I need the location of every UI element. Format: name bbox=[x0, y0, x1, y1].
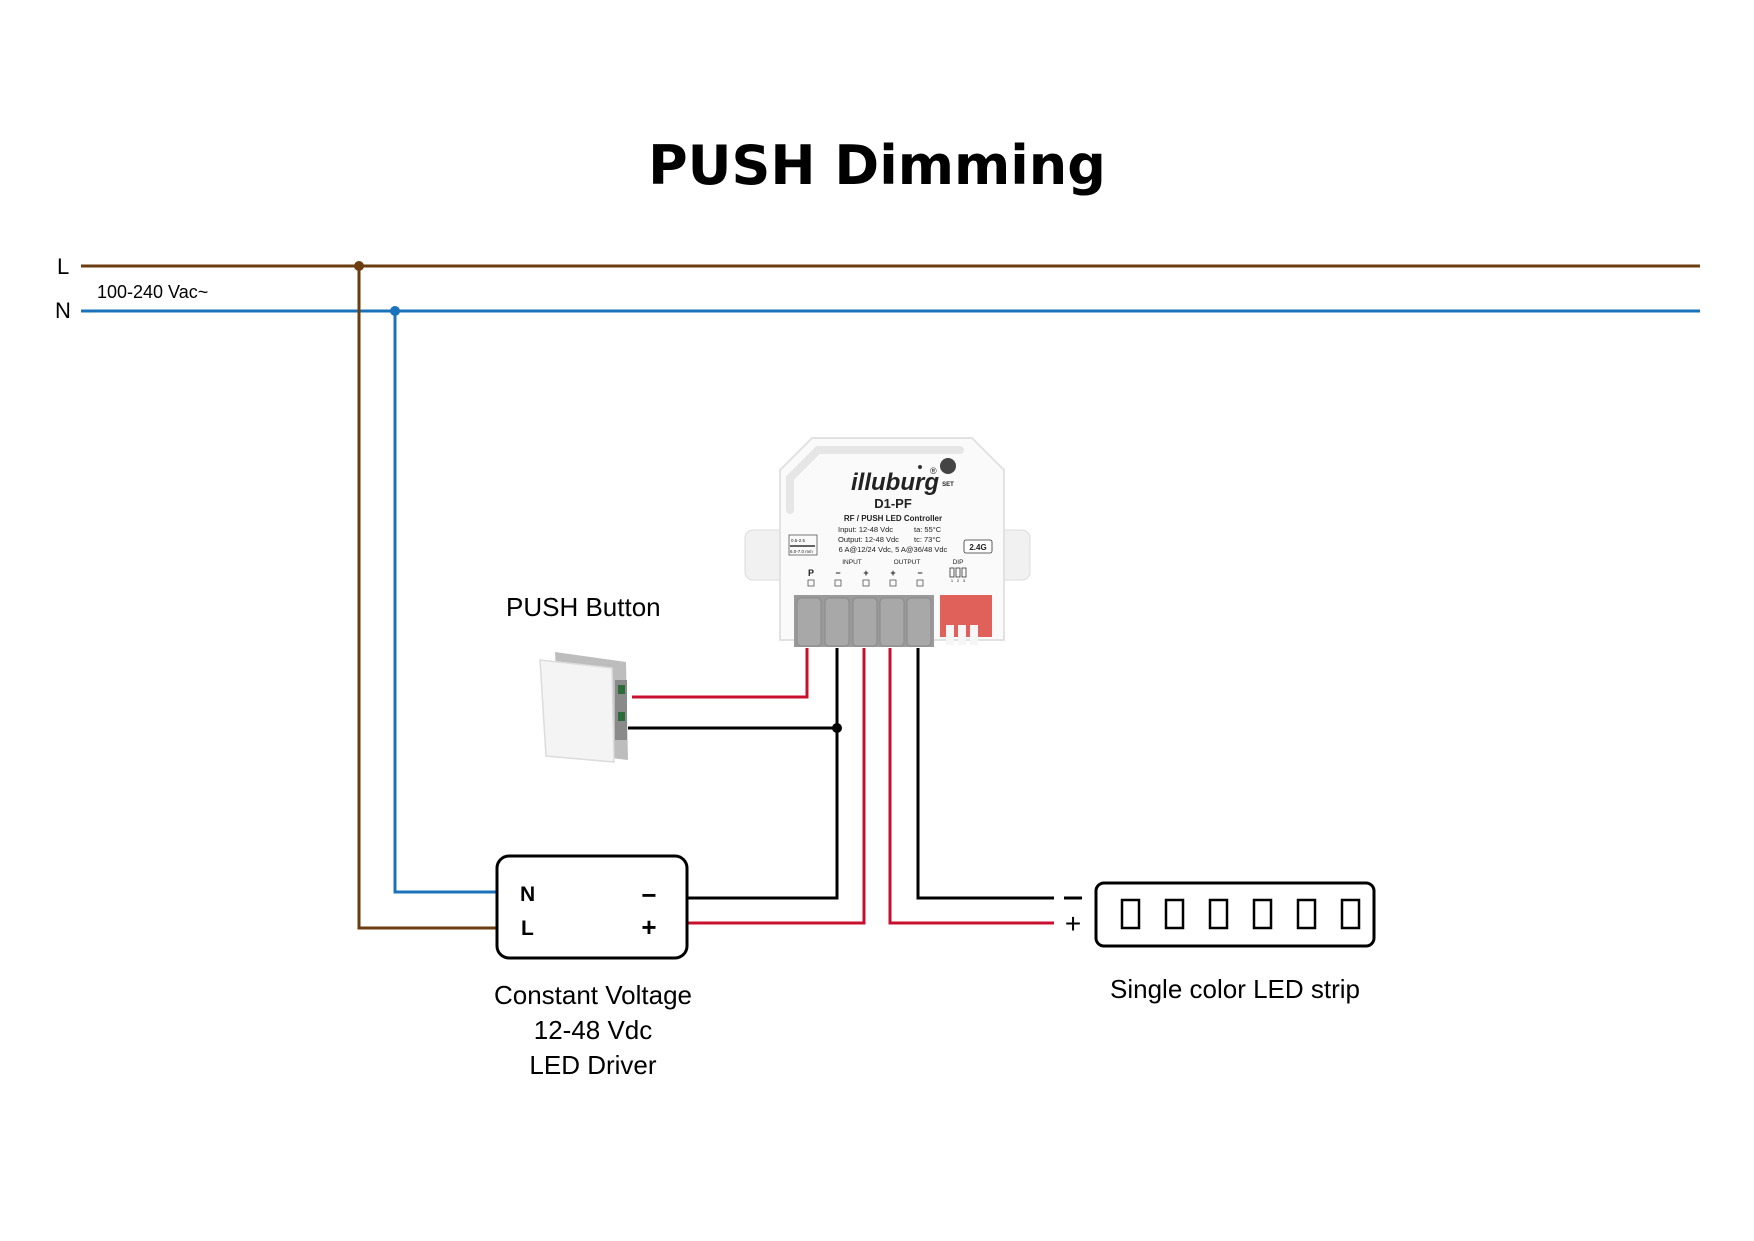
dip-switch-2[interactable] bbox=[958, 625, 966, 645]
antenna-channel bbox=[786, 446, 964, 514]
wire-strip-box bbox=[788, 534, 818, 556]
switch-terminal-screw bbox=[618, 685, 625, 694]
push-signal-wire bbox=[632, 648, 809, 699]
spec-output: Output: 12-48 Vdc bbox=[838, 535, 899, 544]
dip-switch-icon: 1 2 3 bbox=[949, 567, 967, 583]
controller-device: illuburg ® SET D1-PF RF / PUSH LED Contr… bbox=[744, 437, 1031, 647]
set-button[interactable] bbox=[940, 458, 956, 474]
neutral-drop-wire bbox=[393, 311, 497, 894]
led-driver: N L − + Constant Voltage 12-48 Vdc LED D… bbox=[494, 854, 692, 1080]
input-group-label: INPUT bbox=[842, 559, 862, 566]
led-strip: + Single color LED strip bbox=[1064, 881, 1376, 1004]
strip-plus-sign: + bbox=[1065, 908, 1081, 939]
terminal-release-icon bbox=[916, 579, 924, 587]
driver-n-terminal-label: N bbox=[520, 883, 535, 906]
controller-subtitle: RF / PUSH LED Controller bbox=[844, 514, 942, 523]
status-led-icon bbox=[918, 465, 922, 469]
driver-caption-line2: 12-48 Vdc bbox=[534, 1015, 653, 1045]
controller-brand: illuburg bbox=[851, 469, 939, 496]
led-chip-icon bbox=[1164, 898, 1185, 930]
mains-voltage-label: 100-240 Vac~ bbox=[97, 282, 208, 302]
wire-gauge-label: 0.5-2.5 bbox=[791, 538, 806, 543]
terminal-label-output-minus: − bbox=[917, 568, 922, 578]
terminal-block bbox=[794, 595, 934, 647]
live-drop-wire bbox=[357, 266, 497, 930]
dip-switch-3[interactable] bbox=[970, 625, 978, 645]
led-chip-icon bbox=[1340, 898, 1361, 930]
output-group-label: OUTPUT bbox=[894, 559, 921, 566]
led-chip-icon bbox=[1120, 898, 1141, 930]
controller-body bbox=[779, 437, 1005, 641]
terminal-label-p: P bbox=[808, 568, 814, 578]
dip-switch-block[interactable] bbox=[940, 595, 992, 645]
led-strip-box bbox=[1094, 881, 1376, 948]
terminal-release-icon bbox=[889, 579, 897, 587]
controller-registered-mark: ® bbox=[930, 466, 937, 476]
terminal-label-input-minus: − bbox=[835, 568, 840, 578]
led-chip-icon bbox=[1296, 898, 1317, 930]
terminal-lever-output-minus[interactable] bbox=[906, 597, 932, 647]
driver-caption-line1: Constant Voltage bbox=[494, 980, 692, 1010]
terminal-lever-input-plus[interactable] bbox=[852, 597, 878, 647]
output-negative-wire bbox=[916, 648, 1054, 900]
dip-switch-1[interactable] bbox=[946, 625, 954, 645]
led-chip-icon bbox=[1252, 898, 1273, 930]
dip-number: 3 bbox=[963, 578, 966, 583]
terminal-lever-output-plus[interactable] bbox=[879, 597, 905, 647]
dip-group-label: DIP bbox=[953, 559, 964, 566]
switch-terminal-screw bbox=[618, 712, 625, 721]
terminal-release-icon bbox=[834, 579, 842, 587]
spec-current: 6 A@12/24 Vdc, 5 A@36/48 Vdc bbox=[839, 545, 948, 554]
terminal-lever-input-minus[interactable] bbox=[824, 597, 850, 647]
spec-tc: tc: 73°C bbox=[914, 535, 941, 544]
wire-strip-length-label: 6.0-7.0 mm bbox=[790, 549, 813, 554]
dc-wires bbox=[628, 648, 1054, 925]
led-cells bbox=[1120, 898, 1361, 930]
rf-badge-label: 2.4G bbox=[969, 543, 986, 552]
led-driver-box bbox=[495, 854, 689, 960]
push-button-device[interactable]: PUSH Button bbox=[506, 592, 661, 763]
terminal-label-input-plus: + bbox=[863, 568, 868, 578]
spec-input: Input: 12-48 Vdc bbox=[838, 525, 893, 534]
terminal-label-output-plus: + bbox=[890, 568, 895, 578]
mains-line-label: L bbox=[57, 254, 69, 279]
spec-ta: ta: 55°C bbox=[914, 525, 942, 534]
push-button-label: PUSH Button bbox=[506, 592, 661, 622]
driver-caption-line3: LED Driver bbox=[529, 1050, 656, 1080]
mains-neutral-label: N bbox=[55, 298, 71, 323]
set-label: SET bbox=[942, 482, 954, 488]
mains-wires bbox=[81, 261, 1700, 930]
switch-rocker[interactable] bbox=[539, 659, 615, 763]
led-strip-caption: Single color LED strip bbox=[1110, 974, 1360, 1004]
driver-plus-terminal-label: + bbox=[641, 912, 656, 942]
switch-terminals bbox=[615, 680, 627, 740]
driver-l-terminal-label: L bbox=[521, 917, 534, 940]
terminal-lever-p[interactable] bbox=[796, 597, 822, 647]
controller-model: D1-PF bbox=[874, 496, 912, 511]
input-negative-wire bbox=[687, 648, 839, 900]
rf-badge bbox=[963, 539, 993, 554]
output-positive-wire bbox=[888, 648, 1054, 925]
input-positive-wire bbox=[687, 648, 866, 925]
diagram-title: PUSH Dimming bbox=[648, 134, 1106, 197]
led-chip-icon bbox=[1208, 898, 1229, 930]
terminal-release-icon bbox=[807, 579, 815, 587]
terminal-release-icon bbox=[862, 579, 870, 587]
dip-number: 1 bbox=[951, 578, 954, 583]
dip-number: 2 bbox=[957, 578, 960, 583]
driver-minus-terminal-label: − bbox=[641, 880, 656, 910]
negative-junction bbox=[832, 723, 842, 733]
terminal-markers: P − + + − bbox=[807, 568, 924, 587]
